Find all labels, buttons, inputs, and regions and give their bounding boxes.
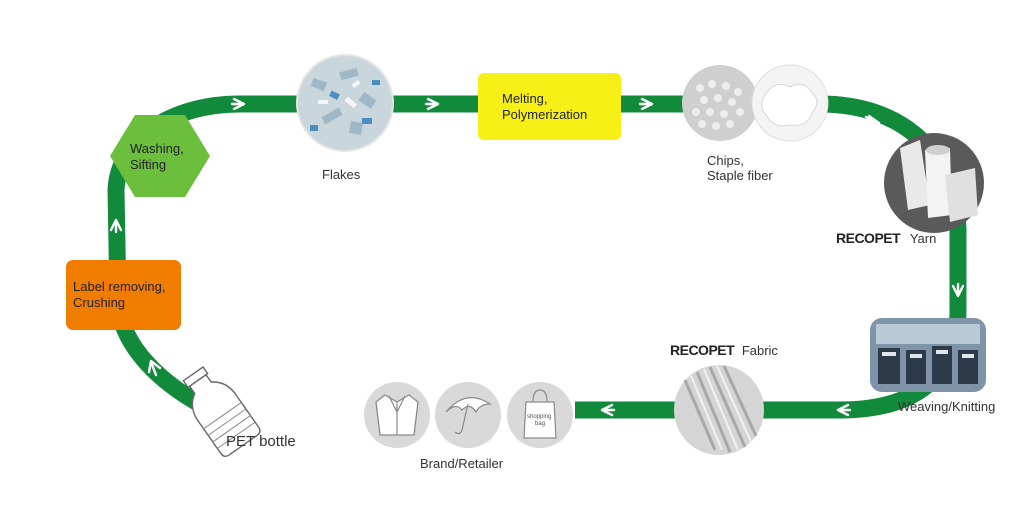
yarn-photo (884, 133, 984, 233)
fabric-photo (674, 365, 764, 455)
brand-retailer-label: Brand/Retailer (420, 456, 504, 471)
loop-track (107, 95, 967, 420)
label-removing-box: Label removing, Crushing (66, 260, 181, 330)
flow-arrows (109, 97, 965, 417)
bag-text: shopping bag (527, 414, 553, 427)
shopping-bag-icon (507, 382, 573, 448)
fabric-label: Fabric (741, 343, 778, 358)
washing-label: Washing, Sifting (130, 141, 184, 172)
yarn-brand-row: RECOPET Yarn (836, 230, 937, 247)
arrow-5 (951, 282, 965, 298)
recopet-logo: RECOPET (836, 230, 901, 246)
pet-bottle-label: PET bottle (226, 433, 296, 450)
weaving-photo (870, 318, 986, 392)
umbrella-icon (435, 382, 501, 448)
arrow-2 (424, 97, 440, 111)
recopet-logo-fabric: RECOPET (670, 342, 735, 358)
arrow-6 (836, 403, 852, 417)
arrow-3 (638, 97, 654, 111)
label-removing-text: Label removing, Crushing (73, 279, 166, 310)
arrow-8 (109, 218, 123, 234)
washing-hexagon (110, 115, 210, 197)
arrow-9 (147, 359, 162, 377)
arrow-7 (600, 403, 616, 417)
chips-label: Chips, Staple fiber (707, 153, 773, 183)
yarn-label: Yarn (909, 231, 937, 246)
fabric-brand-row: RECOPET Fabric (670, 342, 778, 359)
bottle-icon (182, 366, 261, 457)
coat-icon (364, 382, 430, 448)
arrow-1 (230, 97, 246, 111)
chips-photo (682, 64, 829, 142)
flakes-label: Flakes (322, 167, 361, 182)
arrow-4 (864, 114, 881, 127)
melting-box: Melting, Polymerization (478, 73, 621, 140)
flakes-photo (296, 54, 394, 152)
melting-text: Melting, Polymerization (502, 90, 588, 122)
weaving-label: Weaving/Knitting (898, 399, 996, 414)
